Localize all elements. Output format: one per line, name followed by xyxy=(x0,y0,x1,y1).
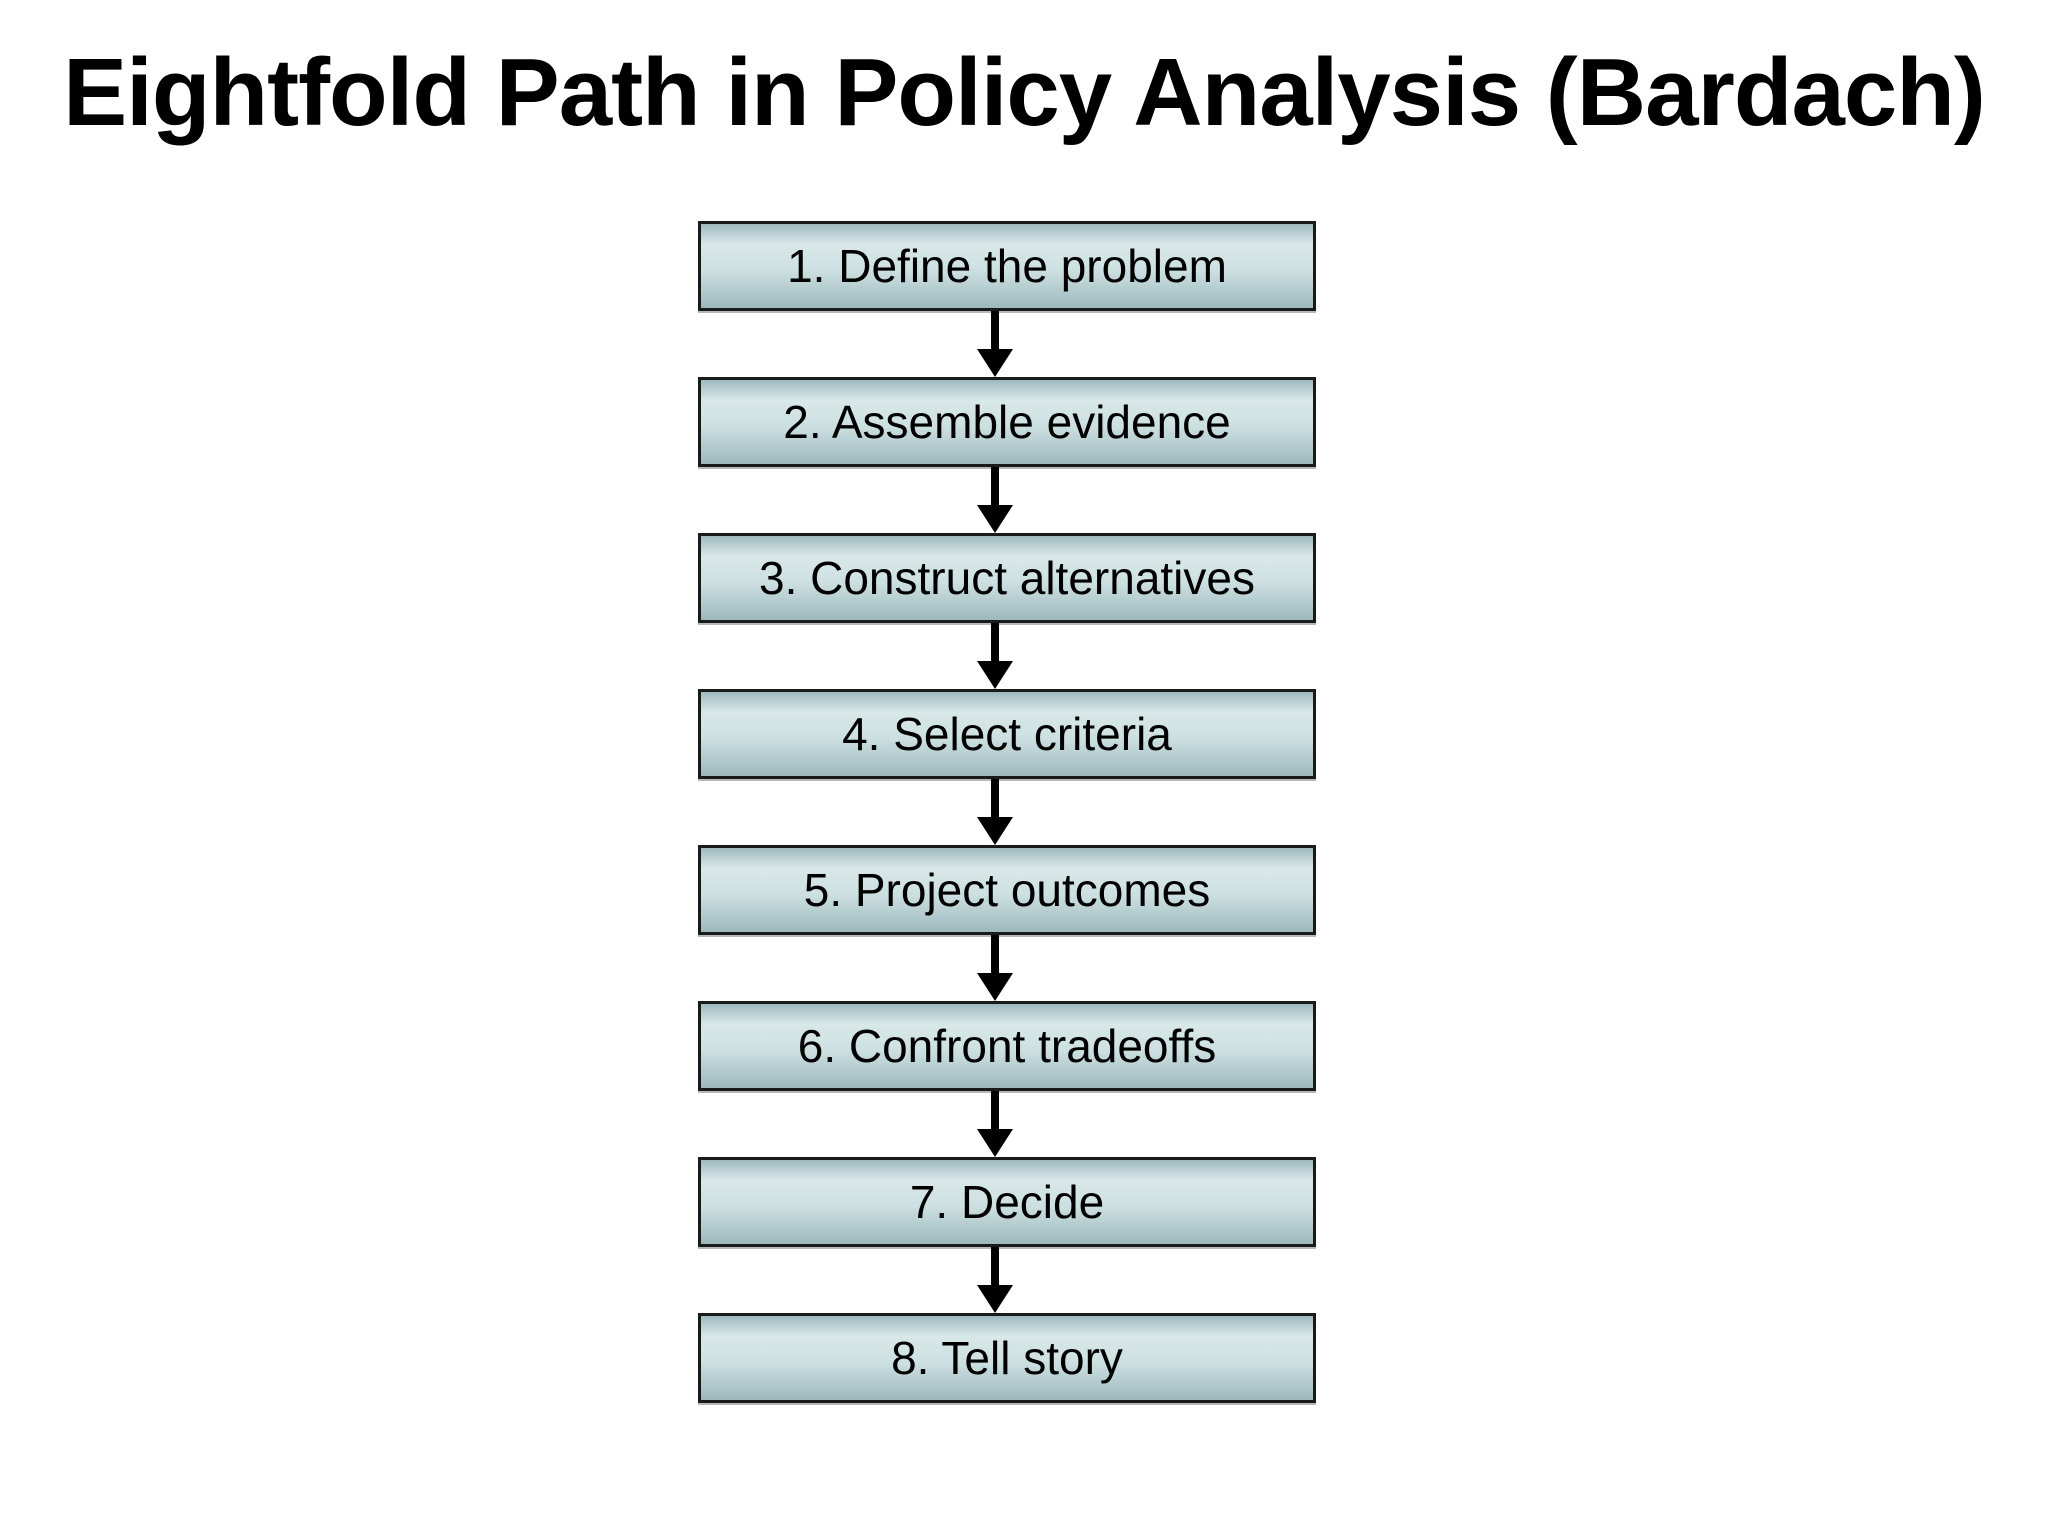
diagram-title: Eightfold Path in Policy Analysis (Barda… xyxy=(63,39,1986,146)
down-arrow-icon xyxy=(977,1285,1013,1313)
down-arrow-icon xyxy=(977,973,1013,1001)
step-label-3: 3. Construct alternatives xyxy=(758,552,1255,604)
down-arrow-icon xyxy=(977,661,1013,689)
down-arrow-1 xyxy=(977,311,1013,377)
down-arrow-3 xyxy=(977,623,1013,689)
step-label-4: 4. Select criteria xyxy=(842,708,1172,760)
step-box-8: 8. Tell story xyxy=(698,1313,1316,1403)
arrow-stem xyxy=(991,623,999,661)
down-arrow-4 xyxy=(977,779,1013,845)
step-label-2: 2. Assemble evidence xyxy=(783,396,1231,448)
step-label-7: 7. Decide xyxy=(909,1176,1105,1228)
arrow-stem xyxy=(991,1247,999,1285)
step-box-4: 4. Select criteria xyxy=(698,689,1316,779)
flowchart: 1. Define the problem 2. Assemble eviden… xyxy=(698,221,1316,1403)
down-arrow-5 xyxy=(977,935,1013,1001)
step-label-1: 1. Define the problem xyxy=(787,240,1227,292)
step-label-6: 6. Confront tradeoffs xyxy=(797,1020,1217,1072)
step-box-3: 3. Construct alternatives xyxy=(698,533,1316,623)
down-arrow-icon xyxy=(977,505,1013,533)
arrow-stem xyxy=(991,1091,999,1129)
down-arrow-6 xyxy=(977,1091,1013,1157)
step-label-5: 5. Project outcomes xyxy=(803,864,1211,916)
arrow-stem xyxy=(991,935,999,973)
down-arrow-7 xyxy=(977,1247,1013,1313)
down-arrow-icon xyxy=(977,817,1013,845)
step-label-8: 8. Tell story xyxy=(891,1332,1123,1384)
step-box-1: 1. Define the problem xyxy=(698,221,1316,311)
arrow-stem xyxy=(991,311,999,349)
step-box-6: 6. Confront tradeoffs xyxy=(698,1001,1316,1091)
down-arrow-icon xyxy=(977,1129,1013,1157)
down-arrow-2 xyxy=(977,467,1013,533)
arrow-stem xyxy=(991,779,999,817)
down-arrow-icon xyxy=(977,349,1013,377)
arrow-stem xyxy=(991,467,999,505)
step-box-7: 7. Decide xyxy=(698,1157,1316,1247)
step-box-5: 5. Project outcomes xyxy=(698,845,1316,935)
step-box-2: 2. Assemble evidence xyxy=(698,377,1316,467)
